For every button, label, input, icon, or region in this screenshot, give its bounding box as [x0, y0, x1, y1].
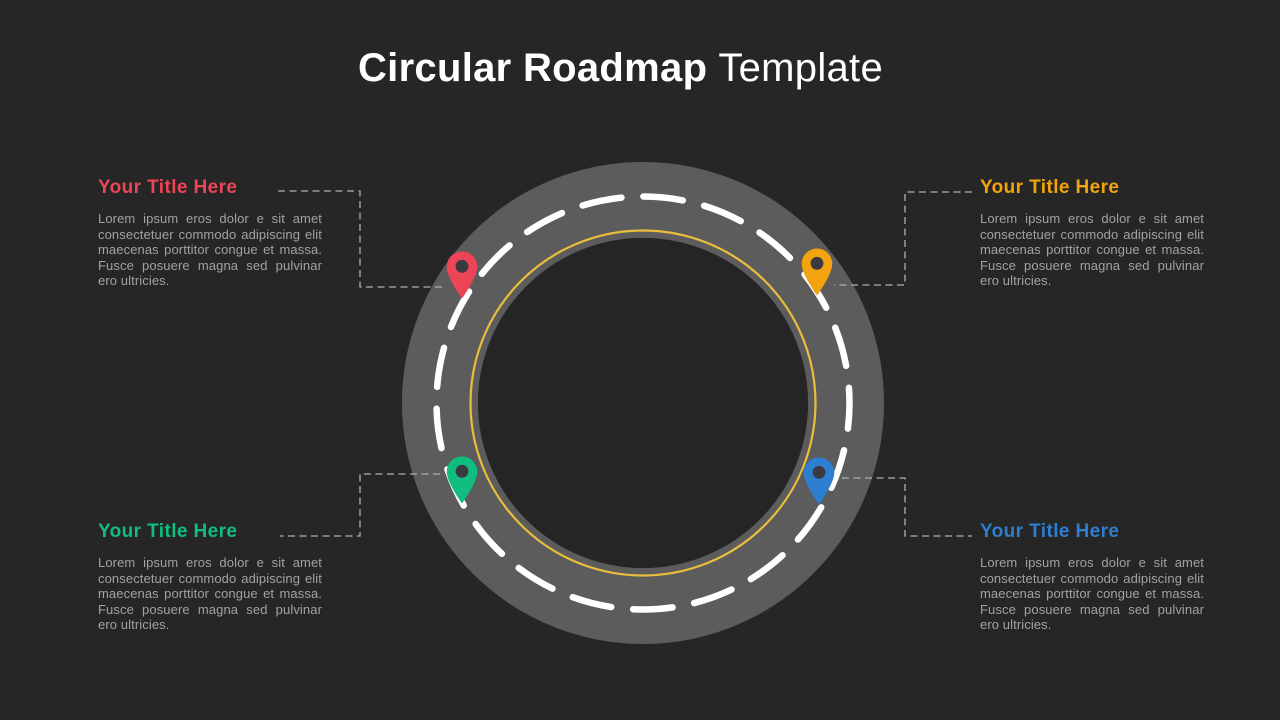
block-title: Your Title Here: [98, 177, 238, 198]
road-inner-circle: [478, 238, 808, 568]
map-pin-green-icon: [446, 456, 478, 504]
pin-body: [801, 248, 833, 296]
pin-hole: [812, 465, 826, 479]
block-body: Lorem ipsum eros dolor e sit amet consec…: [980, 211, 1204, 289]
pin-hole: [455, 259, 469, 273]
page-title-light: Template: [718, 46, 884, 90]
pin-body: [446, 251, 478, 299]
text-block-top-right: Your Title Here Lorem ipsum eros dolor e…: [980, 176, 1208, 289]
block-body: Lorem ipsum eros dolor e sit amet consec…: [980, 555, 1204, 633]
block-title: Your Title Here: [98, 521, 238, 542]
road-center-dashes: [433, 193, 853, 613]
connector-top-left: [278, 190, 446, 288]
pin-body: [803, 457, 835, 505]
connector-bottom-left: [280, 473, 440, 537]
block-title: Your Title Here: [980, 521, 1120, 542]
road-ring: [402, 162, 884, 644]
text-block-bottom-left: Your Title Here Lorem ipsum eros dolor e…: [98, 520, 326, 633]
block-body: Lorem ipsum eros dolor e sit amet consec…: [98, 555, 322, 633]
block-title: Your Title Here: [980, 177, 1120, 198]
map-pin-blue-icon: [803, 457, 835, 505]
pin-body: [446, 456, 478, 504]
block-body: Lorem ipsum eros dolor e sit amet consec…: [98, 211, 322, 289]
pin-hole: [455, 464, 469, 478]
road-yellow-line: [469, 229, 817, 577]
map-pin-orange-icon: [801, 248, 833, 296]
pin-hole: [810, 256, 824, 270]
text-block-top-left: Your Title Here Lorem ipsum eros dolor e…: [98, 176, 326, 289]
page-title-bold: Circular Roadmap: [357, 46, 708, 90]
connector-top-right: [834, 191, 972, 286]
connector-bottom-right: [842, 477, 972, 537]
map-pin-red-icon: [446, 251, 478, 299]
text-block-bottom-right: Your Title Here Lorem ipsum eros dolor e…: [980, 520, 1208, 633]
